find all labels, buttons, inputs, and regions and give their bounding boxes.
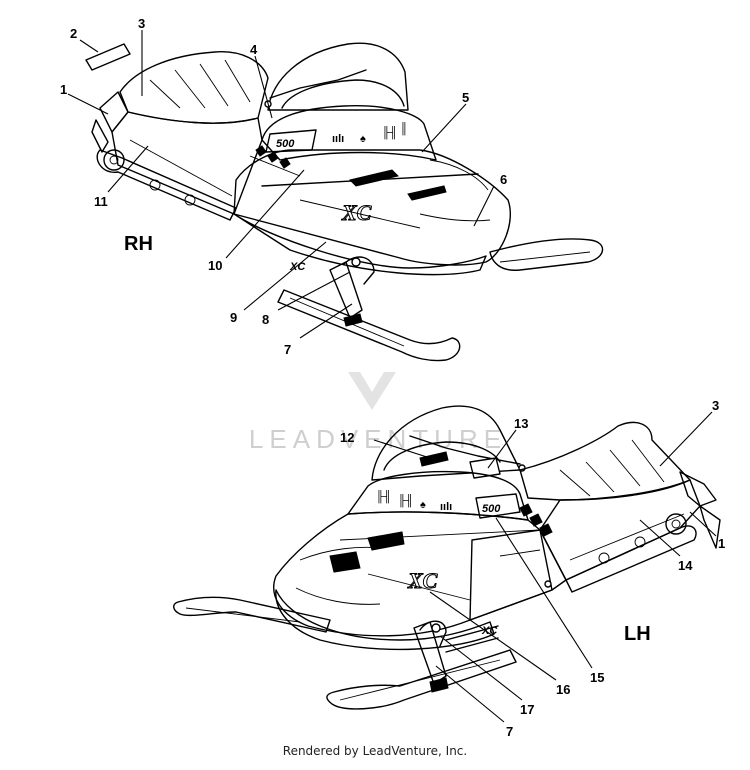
footer-credit: Rendered by LeadVenture, Inc. (282, 744, 468, 758)
rh-callout-8: 8 (262, 312, 269, 327)
lh-side-label: LH (624, 623, 651, 645)
watermark-text: LEADVENTURE (249, 424, 507, 454)
rh-callout-2: 2 (70, 26, 77, 41)
svg-text:♠: ♠ (360, 133, 366, 145)
rh-callout-3: 3 (138, 16, 145, 31)
svg-text:╟╢: ╟╢ (382, 125, 398, 140)
watermark: LEADVENTURE (249, 372, 507, 454)
rh-callout-5: 5 (462, 90, 469, 105)
svg-text:║: ║ (400, 121, 408, 136)
rh-snowmobile-drawing: ıılı ♠ ╟╢ ║ 500 XC (91, 42, 604, 362)
lh-callouts: 3 12 13 1 14 15 16 17 7 LH (340, 398, 725, 739)
lh-callout-12: 12 (340, 430, 354, 445)
svg-text:╟╢: ╟╢ (376, 489, 392, 504)
svg-text:╟╢: ╟╢ (398, 493, 414, 508)
rh-xc-decal: XC (341, 200, 372, 225)
svg-text:ıılı: ıılı (440, 501, 452, 513)
lh-callout-15: 15 (590, 670, 604, 685)
rh-console-icons: ıılı ♠ ╟╢ ║ (332, 121, 408, 145)
lh-callout-1: 1 (718, 536, 725, 551)
svg-text:500: 500 (482, 503, 501, 515)
svg-text:ıılı: ıılı (332, 133, 344, 145)
rh-callouts: 2 3 1 4 5 6 11 10 9 8 7 RH (60, 16, 507, 357)
rh-callout-7: 7 (284, 342, 291, 357)
lh-callout-14: 14 (678, 558, 693, 573)
lh-callout-16: 16 (556, 682, 570, 697)
rh-checker-stripe (249, 145, 301, 177)
rh-500-decal: 500 (265, 129, 317, 153)
rh-callout-9: 9 (230, 310, 237, 325)
svg-text:500: 500 (276, 138, 295, 150)
lh-callout-17: 17 (520, 702, 534, 717)
svg-text:♠: ♠ (420, 499, 426, 511)
svg-text:XC: XC (289, 261, 306, 273)
lh-500-decal: 500 (475, 493, 521, 519)
rh-side-label: RH (124, 233, 153, 255)
rh-callout-4: 4 (250, 42, 258, 57)
rh-callout-1: 1 (60, 82, 67, 97)
rh-callout-6: 6 (500, 172, 507, 187)
lh-callout-3: 3 (712, 398, 719, 413)
lh-callout-13: 13 (514, 416, 528, 431)
svg-text:XC: XC (481, 625, 498, 637)
rh-callout-11: 11 (94, 194, 108, 209)
rh-callout-10: 10 (208, 258, 222, 273)
lh-snowmobile-drawing: ╟╢ ╟╢ ♠ ıılı 500 XC (173, 405, 721, 710)
lh-console-icons: ╟╢ ╟╢ ♠ ıılı (376, 489, 452, 513)
lh-callout-7: 7 (506, 724, 513, 739)
lh-xc-decal: XC (407, 568, 438, 593)
